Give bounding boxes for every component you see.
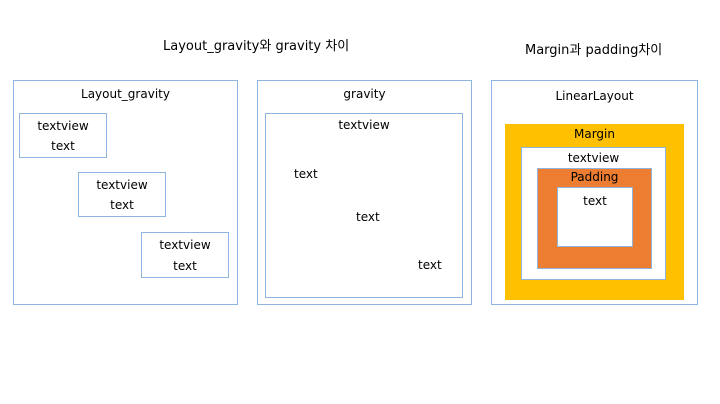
panel-layout-gravity: Layout_gravity textview text textview te… [13,80,238,305]
margin-area: Margin textview Padding text [505,124,684,300]
textview-label: textview [567,151,620,165]
title-margin-vs-padding: Margin과 padding차이 [525,43,663,58]
panel-gravity-label: gravity [343,87,386,101]
text-label: text [51,139,75,153]
text-label: text [173,259,197,273]
textview-label: textview [37,119,89,133]
gravity-text-right: text [418,258,442,272]
panel-linear-layout: LinearLayout Margin textview Padding tex… [491,80,698,305]
panel-gravity: gravity textview text text text [257,80,472,305]
panel-layout-gravity-label: Layout_gravity [81,87,170,101]
textview-box: textview Padding text [521,147,666,280]
title-layout-gravity-vs-gravity: Layout_gravity와 gravity 차이 [163,39,350,54]
textview-label: textview [159,238,211,252]
gravity-text-center: text [356,210,380,224]
padding-area: Padding text [537,168,652,269]
textview-box-left: textview text [19,113,107,158]
content-box: text [557,187,633,247]
textview-label: textview [96,178,148,192]
margin-label: Margin [574,127,615,141]
padding-label: Padding [570,170,619,184]
textview-box-right: textview text [141,232,229,278]
content-text: text [583,194,607,208]
gravity-textview-box: textview text text text [265,113,463,298]
textview-box-center: textview text [78,172,166,217]
gravity-text-left: text [294,167,318,181]
gravity-textview-label: textview [338,118,390,132]
text-label: text [110,198,134,212]
panel-linear-layout-label: LinearLayout [555,89,634,103]
